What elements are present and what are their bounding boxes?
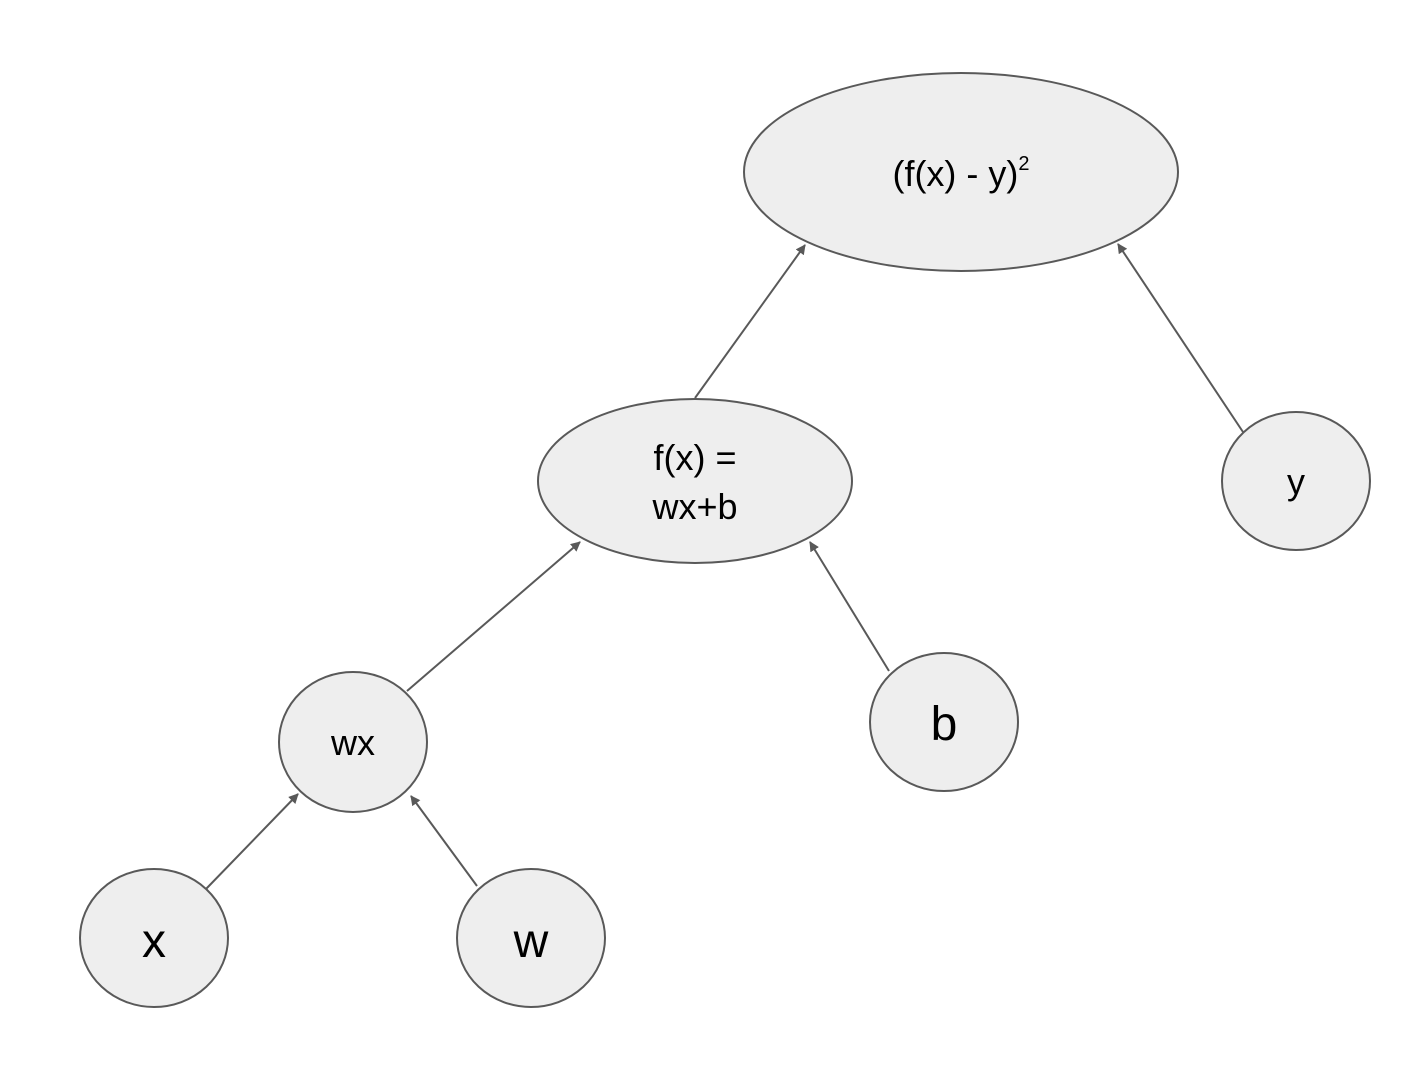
node-wx: wx: [278, 671, 428, 813]
node-w-shape: [456, 868, 606, 1008]
node-fx-line1: f(x) =: [653, 437, 736, 478]
node-loss-base: (f(x) - y): [892, 153, 1018, 194]
node-loss-exponent: 2: [1018, 153, 1029, 175]
node-x: x: [79, 868, 229, 1008]
node-loss-shape: [743, 72, 1179, 272]
edge-fx-to-loss: [694, 244, 806, 399]
node-loss: (f(x) - y)2: [743, 72, 1179, 272]
node-w: w: [456, 868, 606, 1008]
node-y-label: y: [1287, 461, 1305, 502]
edge-y-to-loss: [1117, 243, 1244, 433]
node-wx-shape: [278, 671, 428, 813]
node-y-shape: [1221, 411, 1371, 551]
node-fx: f(x) = wx+b: [537, 398, 853, 564]
node-b-shape: [869, 652, 1019, 792]
node-x-label: x: [142, 915, 166, 968]
node-b-label: b: [931, 698, 958, 751]
edge-w-to-wx: [410, 795, 478, 887]
node-fx-line2: wx+b: [651, 486, 737, 527]
node-loss-label: (f(x) - y)2: [892, 153, 1029, 194]
node-x-shape: [79, 868, 229, 1008]
edge-x-to-wx: [205, 793, 299, 890]
node-y: y: [1221, 411, 1371, 551]
edge-wx-to-fx: [406, 541, 581, 692]
edges: [205, 243, 1244, 890]
node-b: b: [869, 652, 1019, 792]
node-fx-shape: [537, 398, 853, 564]
node-wx-label: wx: [330, 722, 375, 763]
edge-b-to-fx: [809, 541, 890, 672]
node-w-label: w: [513, 915, 549, 968]
